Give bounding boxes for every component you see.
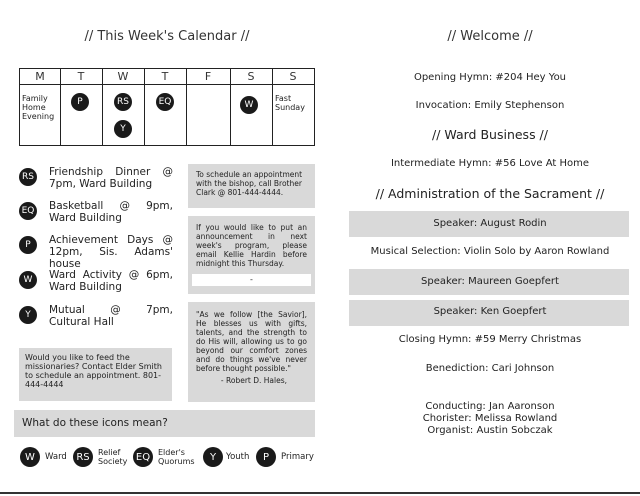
event-item: Mutual @ 7pm, Cultural Hall [49,304,173,328]
organist: Organist: Austin Sobczak [427,425,553,436]
ward-business-title: // Ward Business // [432,127,548,142]
closing-hymn: Closing Hymn: #59 Merry Christmas [398,334,582,345]
chorister: Chorister: Melissa Rowland [422,413,558,424]
primary-icon: P [19,236,37,254]
benediction: Benediction: Cari Johnson [425,363,555,374]
speaker-bar [349,269,629,295]
relief-society-icon: RS [114,93,132,111]
speaker-1: Speaker: August Rodin [433,218,547,229]
musical-selection: Musical Selection: Violin Solo by Aaron … [370,246,610,257]
calendar-divider [102,69,103,145]
conducting: Conducting: Jan Aaronson [425,401,555,412]
calendar-title: // This Week's Calendar // [84,29,250,44]
ward-icon: W [20,447,40,467]
invocation: Invocation: Emily Stephenson [415,100,565,111]
day-wednesday: W [117,70,129,83]
sunday-note: Fast Sunday [275,94,305,112]
announcement-box: If you would like to put an announcement… [188,216,315,294]
event-item: Basketball @ 9pm, Ward Building [49,200,173,224]
speaker-bar [349,300,629,326]
bishop-box: To schedule an appointment with the bish… [188,164,315,208]
event-item: Friendship Dinner @ 7pm, Ward Building [49,166,173,190]
day-friday: F [204,70,212,83]
bottom-rule [0,492,640,494]
youth-icon: Y [203,447,223,467]
announcement-text: If you would like to put an announcement… [196,223,307,268]
legend-label-primary: Primary [281,452,314,462]
calendar-divider [60,69,61,145]
monday-note: Family Home Evening [22,94,55,121]
relief-society-icon: RS [19,168,37,186]
missionaries-box: Would you like to feed the missionaries?… [19,348,172,401]
quote-box: "As we follow [the Savior], He blesses u… [188,302,315,402]
relief-society-icon: RS [73,447,93,467]
weekly-calendar: M T W T F S S Family Home Evening Fast S… [19,68,315,146]
day-tuesday: T [77,70,85,83]
youth-icon: Y [19,306,37,324]
elders-quorum-icon: EQ [156,93,174,111]
elders-quorum-icon: EQ [19,202,37,220]
announcement-strip: - [192,274,311,286]
sacrament-title: // Administration of the Sacrament // [375,186,605,201]
speaker-2: Speaker: Maureen Goepfert [421,276,559,287]
legend-label-ward: Ward [45,452,67,462]
intermediate-hymn: Intermediate Hymn: #56 Love At Home [390,158,590,169]
speaker-3: Speaker: Ken Goepfert [433,306,547,317]
event-item: Ward Activity @ 6pm, Ward Building [49,269,173,293]
legend-label-elders-quorums: Elder's Quorums [158,448,195,466]
legend-question: What do these icons mean? [14,410,315,437]
legend-label-relief-society: Relief Society [98,448,128,466]
day-sunday: S [289,70,297,83]
day-saturday: S [247,70,255,83]
speaker-bar [349,211,629,237]
welcome-title: // Welcome // [447,29,533,44]
opening-hymn: Opening Hymn: #204 Hey You [413,72,567,83]
calendar-divider [144,69,145,145]
calendar-header-row [20,69,314,85]
primary-icon: P [256,447,276,467]
quote-text: "As we follow [the Savior], He blesses u… [196,310,307,373]
calendar-divider [272,69,273,145]
event-item: Achievement Days @ 12pm, Sis. Adams' hou… [49,234,173,270]
calendar-divider [186,69,187,145]
elders-quorum-icon: EQ [133,447,153,467]
quote-author: - Robert D. Hales, [220,376,287,385]
ward-icon: W [240,96,258,114]
legend-label-youth: Youth [226,452,250,462]
primary-icon: P [71,93,89,111]
calendar-divider [230,69,231,145]
day-monday: M [35,70,45,83]
ward-icon: W [19,271,37,289]
day-thursday: T [161,70,169,83]
youth-icon: Y [114,120,132,138]
